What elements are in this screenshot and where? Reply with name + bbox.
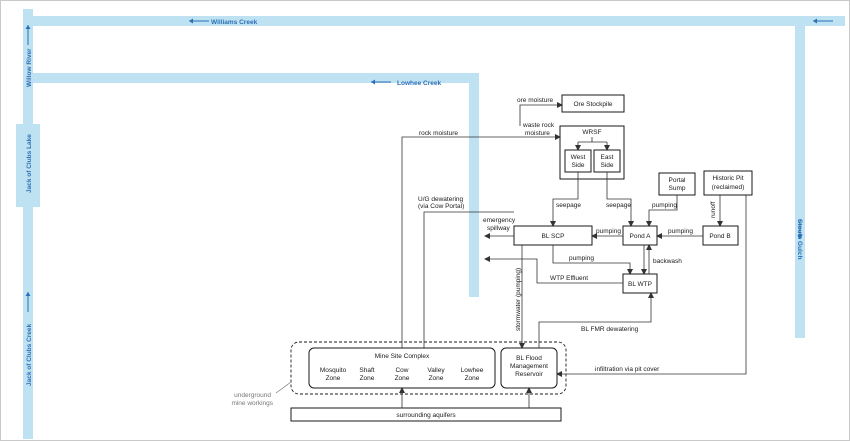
portal-sump-label-1: Portal — [669, 177, 687, 184]
seepage-east-line — [606, 172, 634, 227]
backwash-label: backwash — [653, 258, 682, 265]
rock-moisture-line — [401, 136, 520, 348]
seepage-east-label: seepage — [606, 202, 631, 209]
lowhee-creek-channel — [33, 73, 478, 83]
zone-lowhee-1: Lowhee — [461, 367, 484, 374]
pumping-portal-line — [646, 195, 678, 227]
ore-stockpile-label: Ore Stockpile — [573, 101, 612, 108]
ore-moisture-label: ore moisture — [517, 97, 554, 104]
east-side-label-2: Side — [600, 162, 613, 169]
surrounding-aquifers-label: surrounding aquifers — [396, 412, 456, 419]
zone-lowhee-2: Zone — [465, 375, 480, 382]
infiltration-label: infiltration via pit cover — [595, 366, 660, 373]
ug-dewatering-label-1: U/G dewatering — [418, 196, 464, 203]
bl-fmr-label-1: BL Flood — [516, 355, 542, 362]
bl-fmr-label-2: Management — [510, 363, 548, 370]
zone-mosquito-1: Mosquito — [320, 367, 347, 374]
stormwater-label: stormwater (pumping) — [515, 268, 522, 331]
willow-river-arrow — [25, 25, 31, 45]
zone-shaft-2: Zone — [360, 375, 375, 382]
jack-of-clubs-lake — [16, 124, 40, 207]
historic-pit-label-2: (reclaimed) — [712, 184, 745, 191]
wrsf-label: WRSF — [582, 129, 601, 136]
waste-rock-moisture-label-2: moisture — [525, 130, 550, 137]
east-side-label-1: East — [600, 154, 613, 161]
williams-creek-arrow-right — [813, 18, 833, 24]
pumping-wtp-label: pumping — [569, 255, 594, 262]
bl-fmr-label-3: Reservoir — [515, 371, 544, 378]
underground-workings-label-2: mine workings — [231, 400, 273, 407]
willow-river-channel — [23, 9, 33, 439]
lowhee-creek-arrow — [371, 79, 391, 85]
pumping-pondb-label: pumping — [668, 228, 693, 235]
emergency-spillway-label-1: emergency — [483, 217, 516, 224]
wtp-effluent-line — [484, 256, 623, 284]
pond-a-label: Pond A — [630, 233, 652, 240]
runoff-label: runoff — [710, 201, 717, 218]
stouts-gulch-channel — [795, 26, 805, 338]
wtp-effluent-label: WTP Effluent — [550, 275, 588, 282]
williams-creek-arrow — [189, 18, 209, 24]
historic-pit-label-1: Historic Pit — [712, 175, 743, 182]
mine-site-complex-label: Mine Site Complex — [375, 353, 430, 360]
zone-mosquito-2: Zone — [326, 375, 341, 382]
ug-dewatering-label-2: (via Cow Portal) — [418, 203, 464, 210]
willow-river-label: Willow River — [26, 48, 33, 87]
bl-scp-label: BL SCP — [542, 233, 565, 240]
pumping-wtp-line — [552, 245, 633, 275]
ore-moisture-line — [519, 102, 563, 126]
waste-rock-moisture-label-1: waste rock — [522, 122, 555, 129]
pond-b-label: Pond B — [709, 233, 730, 240]
zone-shaft-1: Shaft — [359, 367, 374, 374]
historic-pit-box — [703, 170, 753, 196]
bl-wtp-label: BL WTP — [628, 281, 652, 288]
zone-cow-2: Zone — [395, 375, 410, 382]
zone-valley-2: Zone — [429, 375, 444, 382]
zone-cow-1: Cow — [395, 367, 408, 374]
bl-fmr-dewatering-line — [538, 292, 654, 348]
lowhee-creek-label: Lowhee Creek — [397, 80, 441, 87]
seepage-west-label: seepage — [556, 202, 581, 209]
stouts-gulch-label: Stouts Gulch — [796, 219, 803, 259]
jack-of-clubs-creek-label: Jack of Clubs Creek — [26, 323, 33, 386]
jack-of-clubs-lake-label: Jack of Clubs Lake — [26, 134, 33, 193]
jack-of-clubs-creek-arrow — [25, 292, 31, 312]
portal-sump-label-2: Sump — [669, 185, 686, 192]
underground-workings-label-1: underground — [234, 392, 271, 399]
pumping-portal-label: pumping — [652, 202, 677, 209]
underground-workings-leader — [275, 381, 292, 394]
emergency-spillway-label-2: spillway — [487, 225, 511, 232]
west-side-label-1: West — [571, 154, 586, 161]
williams-creek-channel — [23, 16, 845, 26]
lowhee-creek-vertical — [469, 73, 479, 297]
bl-wtp-box — [622, 273, 658, 294]
ug-dewatering-line — [423, 211, 514, 348]
west-side-label-2: Side — [571, 162, 584, 169]
surrounding-aquifers-box — [290, 407, 562, 422]
seepage-west-line — [550, 172, 579, 227]
rock-moisture-label: rock moisture — [419, 130, 458, 137]
bl-fmr-dewatering-label: BL FMR dewatering — [581, 326, 639, 333]
stouts-gulch-arrow — [797, 219, 803, 239]
zone-valley-1: Valley — [427, 367, 445, 374]
williams-creek-label: Williams Creek — [211, 19, 258, 26]
pumping-scp-label: pumping — [596, 228, 621, 235]
infiltration-line — [556, 195, 747, 377]
